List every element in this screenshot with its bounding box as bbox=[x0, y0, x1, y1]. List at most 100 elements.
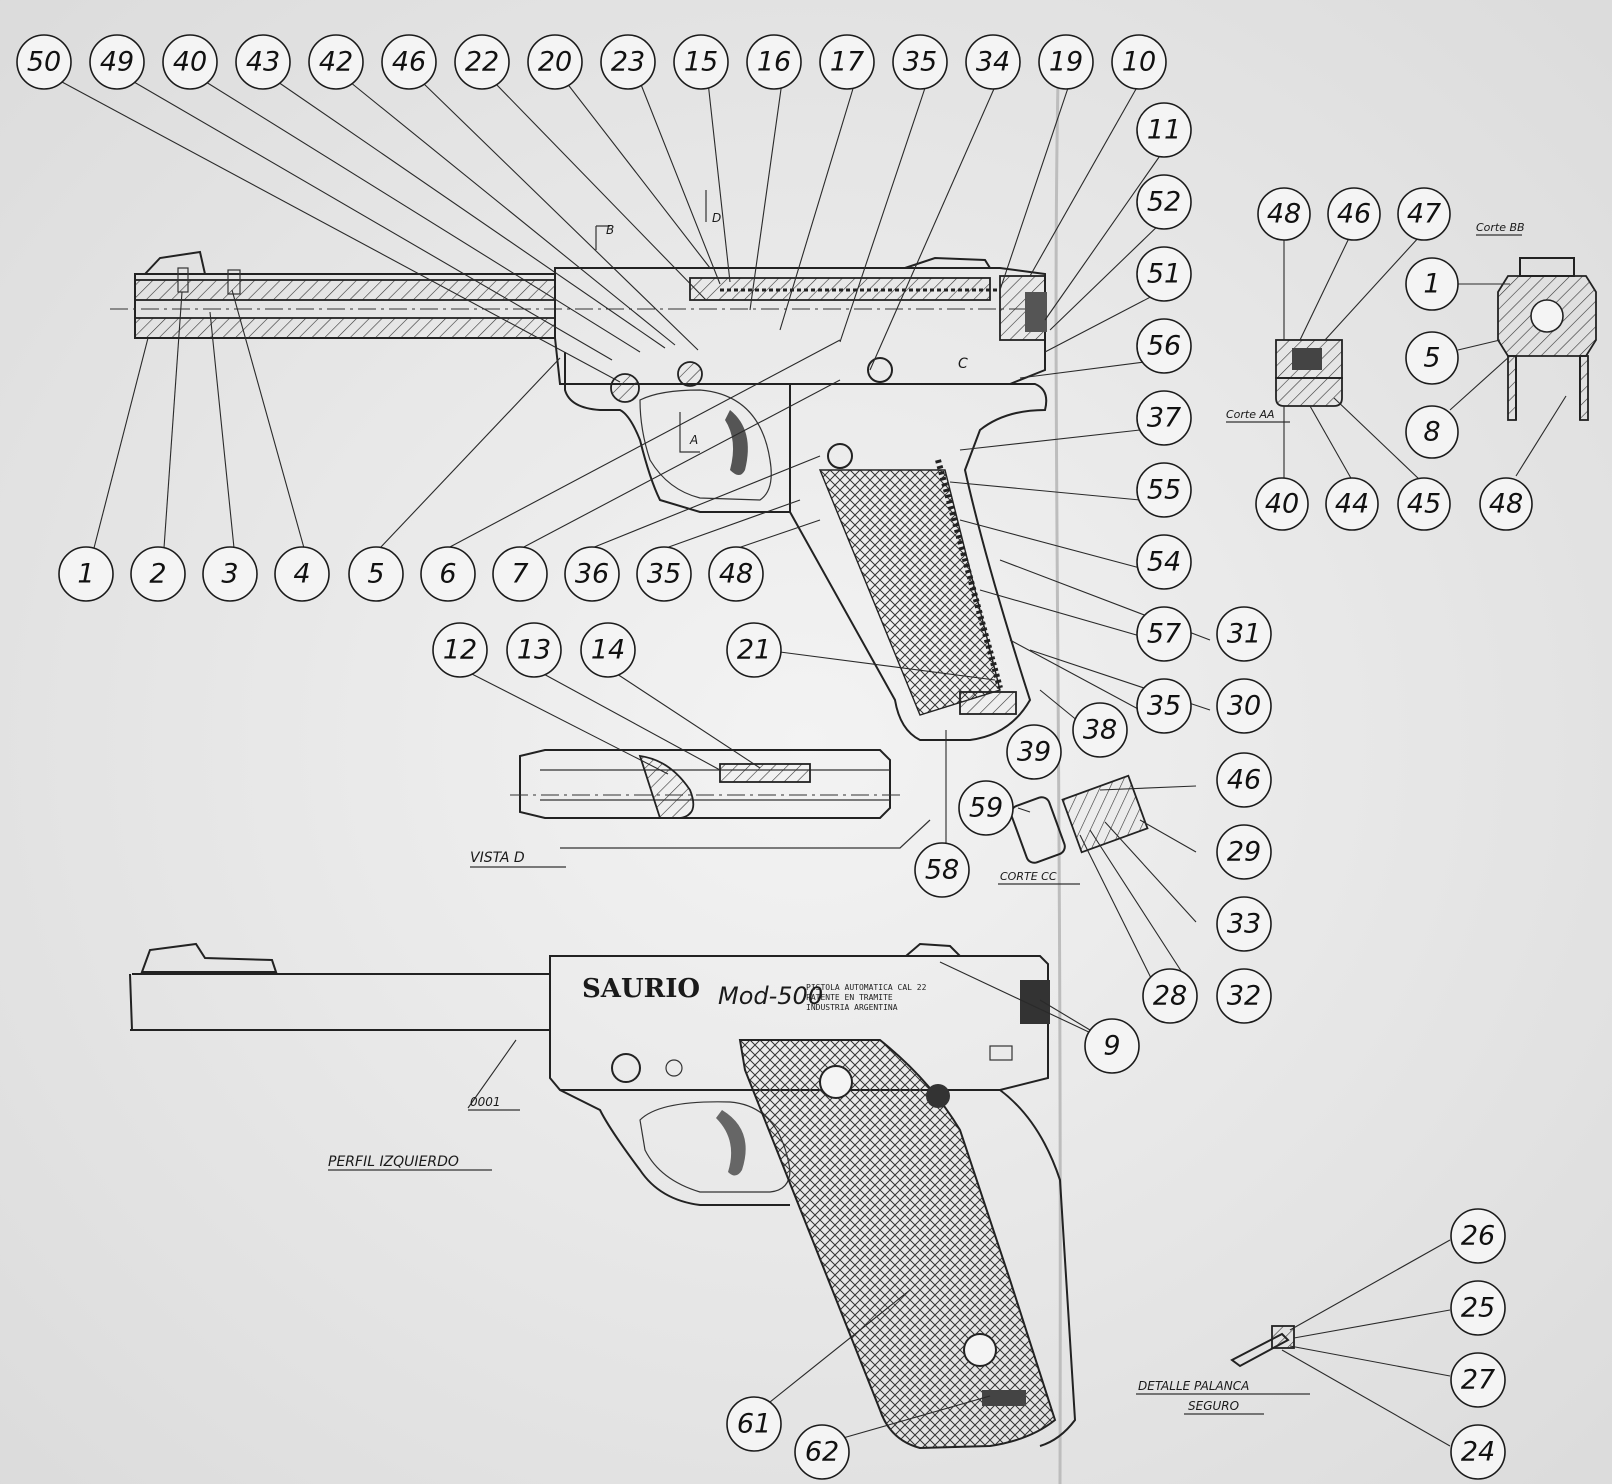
callout-57: 57 bbox=[1136, 606, 1192, 662]
callout-7: 7 bbox=[492, 546, 548, 602]
leaders-corte-bb bbox=[1449, 283, 1567, 477]
corte-aa-bottom bbox=[1275, 377, 1343, 407]
safety-block bbox=[1271, 1325, 1295, 1349]
leaders-safety bbox=[1281, 1239, 1451, 1447]
callout-13: 13 bbox=[506, 622, 562, 678]
section-marker-c: C bbox=[958, 356, 968, 372]
svg-text:19: 19 bbox=[1049, 47, 1083, 78]
trigger-guard-inner bbox=[639, 389, 772, 501]
callout-33: 33 bbox=[1216, 896, 1272, 952]
callout-29: 29 bbox=[1216, 824, 1272, 880]
svg-text:49: 49 bbox=[100, 47, 134, 78]
profile-receiver bbox=[549, 955, 1049, 1091]
callout-15: 15 bbox=[673, 34, 729, 90]
svg-text:13: 13 bbox=[517, 635, 551, 666]
callouts-grip-bottom: 61 62 bbox=[726, 1396, 850, 1480]
leaders-bottom-row bbox=[93, 289, 841, 549]
svg-text:39: 39 bbox=[1017, 737, 1051, 768]
callouts-corte-bb: 1 5 8 48 bbox=[1405, 257, 1533, 531]
hammer-pin bbox=[867, 357, 893, 383]
profile-trigger-guard bbox=[559, 1089, 790, 1206]
callout-17: 17 bbox=[819, 34, 875, 90]
leaders-corte-cc bbox=[945, 730, 1197, 995]
corte-bb-sight bbox=[1519, 257, 1575, 277]
section-marker-a: A bbox=[689, 433, 698, 447]
vista-d-label: VISTA D bbox=[470, 850, 525, 866]
svg-text:59: 59 bbox=[969, 793, 1003, 824]
part-number: 0001 bbox=[470, 1095, 501, 1109]
safety-button bbox=[926, 1084, 950, 1108]
callout-16: 16 bbox=[746, 34, 802, 90]
callouts-safety-detail: 26 25 27 24 bbox=[1450, 1208, 1506, 1480]
svg-text:46: 46 bbox=[1337, 199, 1371, 230]
svg-text:17: 17 bbox=[830, 47, 864, 78]
safety-detail-label-1: DETALLE PALANCA bbox=[1138, 1379, 1249, 1393]
callout-52: 52 bbox=[1136, 174, 1192, 230]
perfil-izquierdo-view: SAURIO Mod-500 PISTOLA AUTOMATICA CAL 22… bbox=[129, 942, 1077, 1450]
sectional-view: B D A C bbox=[110, 190, 1048, 741]
svg-text:62: 62 bbox=[805, 1437, 839, 1468]
svg-text:10: 10 bbox=[1122, 47, 1156, 78]
svg-text:58: 58 bbox=[925, 855, 959, 886]
corte-aa-label: Corte AA bbox=[1226, 408, 1275, 421]
svg-text:5: 5 bbox=[1423, 343, 1440, 374]
callout-10: 10 bbox=[1111, 34, 1167, 90]
callout-22: 22 bbox=[454, 34, 510, 90]
svg-text:31: 31 bbox=[1227, 619, 1261, 650]
callout-aa-47: 47 bbox=[1397, 187, 1451, 241]
callout-1: 1 bbox=[58, 546, 114, 602]
vista-d-outline bbox=[519, 749, 891, 819]
corte-bb-label: Corte BB bbox=[1476, 221, 1525, 234]
callout-23: 23 bbox=[600, 34, 656, 90]
callout-55: 55 bbox=[1136, 462, 1192, 518]
callouts-right-column-b: 31 30 46 29 33 32 28 9 bbox=[1084, 606, 1272, 1074]
engraving-line3: INDUSTRIA ARGENTINA bbox=[806, 1003, 898, 1012]
callout-43: 43 bbox=[235, 34, 291, 90]
svg-text:47: 47 bbox=[1407, 199, 1441, 230]
callout-bb-8: 8 bbox=[1405, 405, 1459, 459]
callout-aa-48: 48 bbox=[1257, 187, 1311, 241]
trigger bbox=[725, 410, 748, 475]
svg-text:29: 29 bbox=[1227, 837, 1261, 868]
vista-d-view: VISTA D bbox=[470, 749, 931, 868]
rib-screw bbox=[227, 269, 241, 295]
svg-text:46: 46 bbox=[1227, 765, 1261, 796]
svg-text:32: 32 bbox=[1227, 981, 1261, 1012]
svg-text:1: 1 bbox=[77, 559, 94, 590]
svg-text:15: 15 bbox=[684, 47, 718, 78]
svg-text:20: 20 bbox=[538, 47, 572, 78]
callout-38: 38 bbox=[1072, 702, 1128, 758]
svg-text:43: 43 bbox=[246, 47, 280, 78]
callout-31: 31 bbox=[1216, 606, 1272, 662]
svg-text:30: 30 bbox=[1227, 691, 1261, 722]
svg-text:16: 16 bbox=[757, 47, 791, 78]
svg-text:4: 4 bbox=[293, 559, 310, 590]
takedown-screw bbox=[610, 373, 640, 403]
callout-11: 11 bbox=[1136, 102, 1192, 158]
callout-46-right: 46 bbox=[1216, 752, 1272, 808]
callout-27: 27 bbox=[1450, 1352, 1506, 1408]
front-pin bbox=[177, 267, 189, 293]
svg-text:5: 5 bbox=[367, 559, 384, 590]
svg-text:1: 1 bbox=[1423, 269, 1440, 300]
profile-mag-base bbox=[982, 1390, 1026, 1406]
svg-text:14: 14 bbox=[591, 635, 625, 666]
svg-text:54: 54 bbox=[1147, 547, 1181, 578]
svg-text:36: 36 bbox=[575, 559, 609, 590]
callout-aa-45: 45 bbox=[1397, 477, 1451, 531]
callout-46: 46 bbox=[381, 34, 437, 90]
profile-grip-back bbox=[999, 1089, 1077, 1447]
grip-screw-bottom bbox=[963, 1333, 997, 1367]
callouts-lower-left: 59 58 bbox=[914, 780, 1014, 898]
svg-text:46: 46 bbox=[392, 47, 426, 78]
engraving-line2: PATENTE EN TRAMITE bbox=[806, 993, 893, 1002]
callout-aa-46: 46 bbox=[1327, 187, 1381, 241]
svg-text:45: 45 bbox=[1407, 489, 1441, 520]
front-sight bbox=[142, 250, 207, 275]
barrel-wall-bottom bbox=[134, 317, 556, 339]
callout-49: 49 bbox=[89, 34, 145, 90]
rear-sight bbox=[904, 256, 992, 269]
svg-text:48: 48 bbox=[1489, 489, 1523, 520]
profile-takedown-screw bbox=[611, 1053, 641, 1083]
